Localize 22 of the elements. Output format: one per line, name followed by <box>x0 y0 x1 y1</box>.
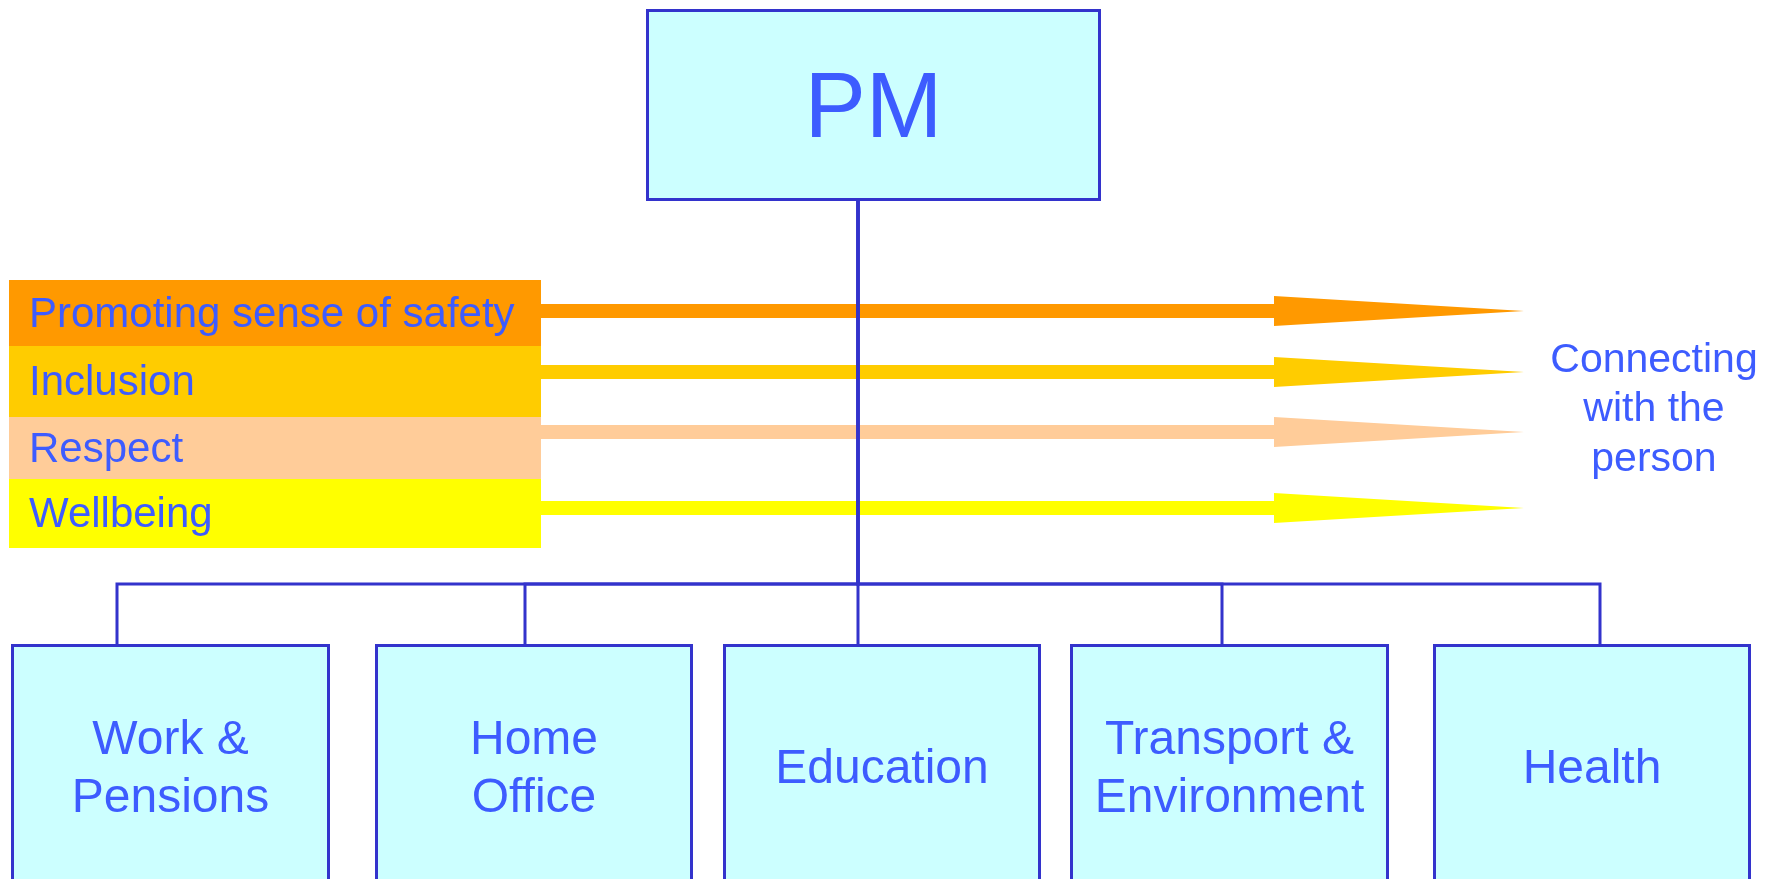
value-band <box>9 479 541 548</box>
box-label: Work & Pensions <box>70 709 271 824</box>
department-box <box>375 644 693 879</box>
connector-line <box>856 201 1602 644</box>
value-band <box>9 346 541 417</box>
value-band <box>9 417 541 479</box>
box-label: PM <box>804 52 943 158</box>
box-label: Transport & Environment <box>1093 709 1366 824</box>
department-box <box>1070 644 1389 879</box>
band-label: Wellbeing <box>29 488 213 539</box>
box-label: Education <box>775 738 989 795</box>
outcome-label: Connecting with the person <box>1549 334 1759 482</box>
band-label: Promoting sense of safety <box>29 287 515 338</box>
band-label: Inclusion <box>29 356 195 407</box>
department-box <box>11 644 330 879</box>
value-band <box>9 280 541 346</box>
department-box <box>1433 644 1751 879</box>
box-label: Home Office <box>468 709 599 824</box>
leader-box <box>646 9 1101 201</box>
band-label: Respect <box>29 422 184 473</box>
box-label: Health <box>1522 738 1662 795</box>
department-box <box>723 644 1041 879</box>
